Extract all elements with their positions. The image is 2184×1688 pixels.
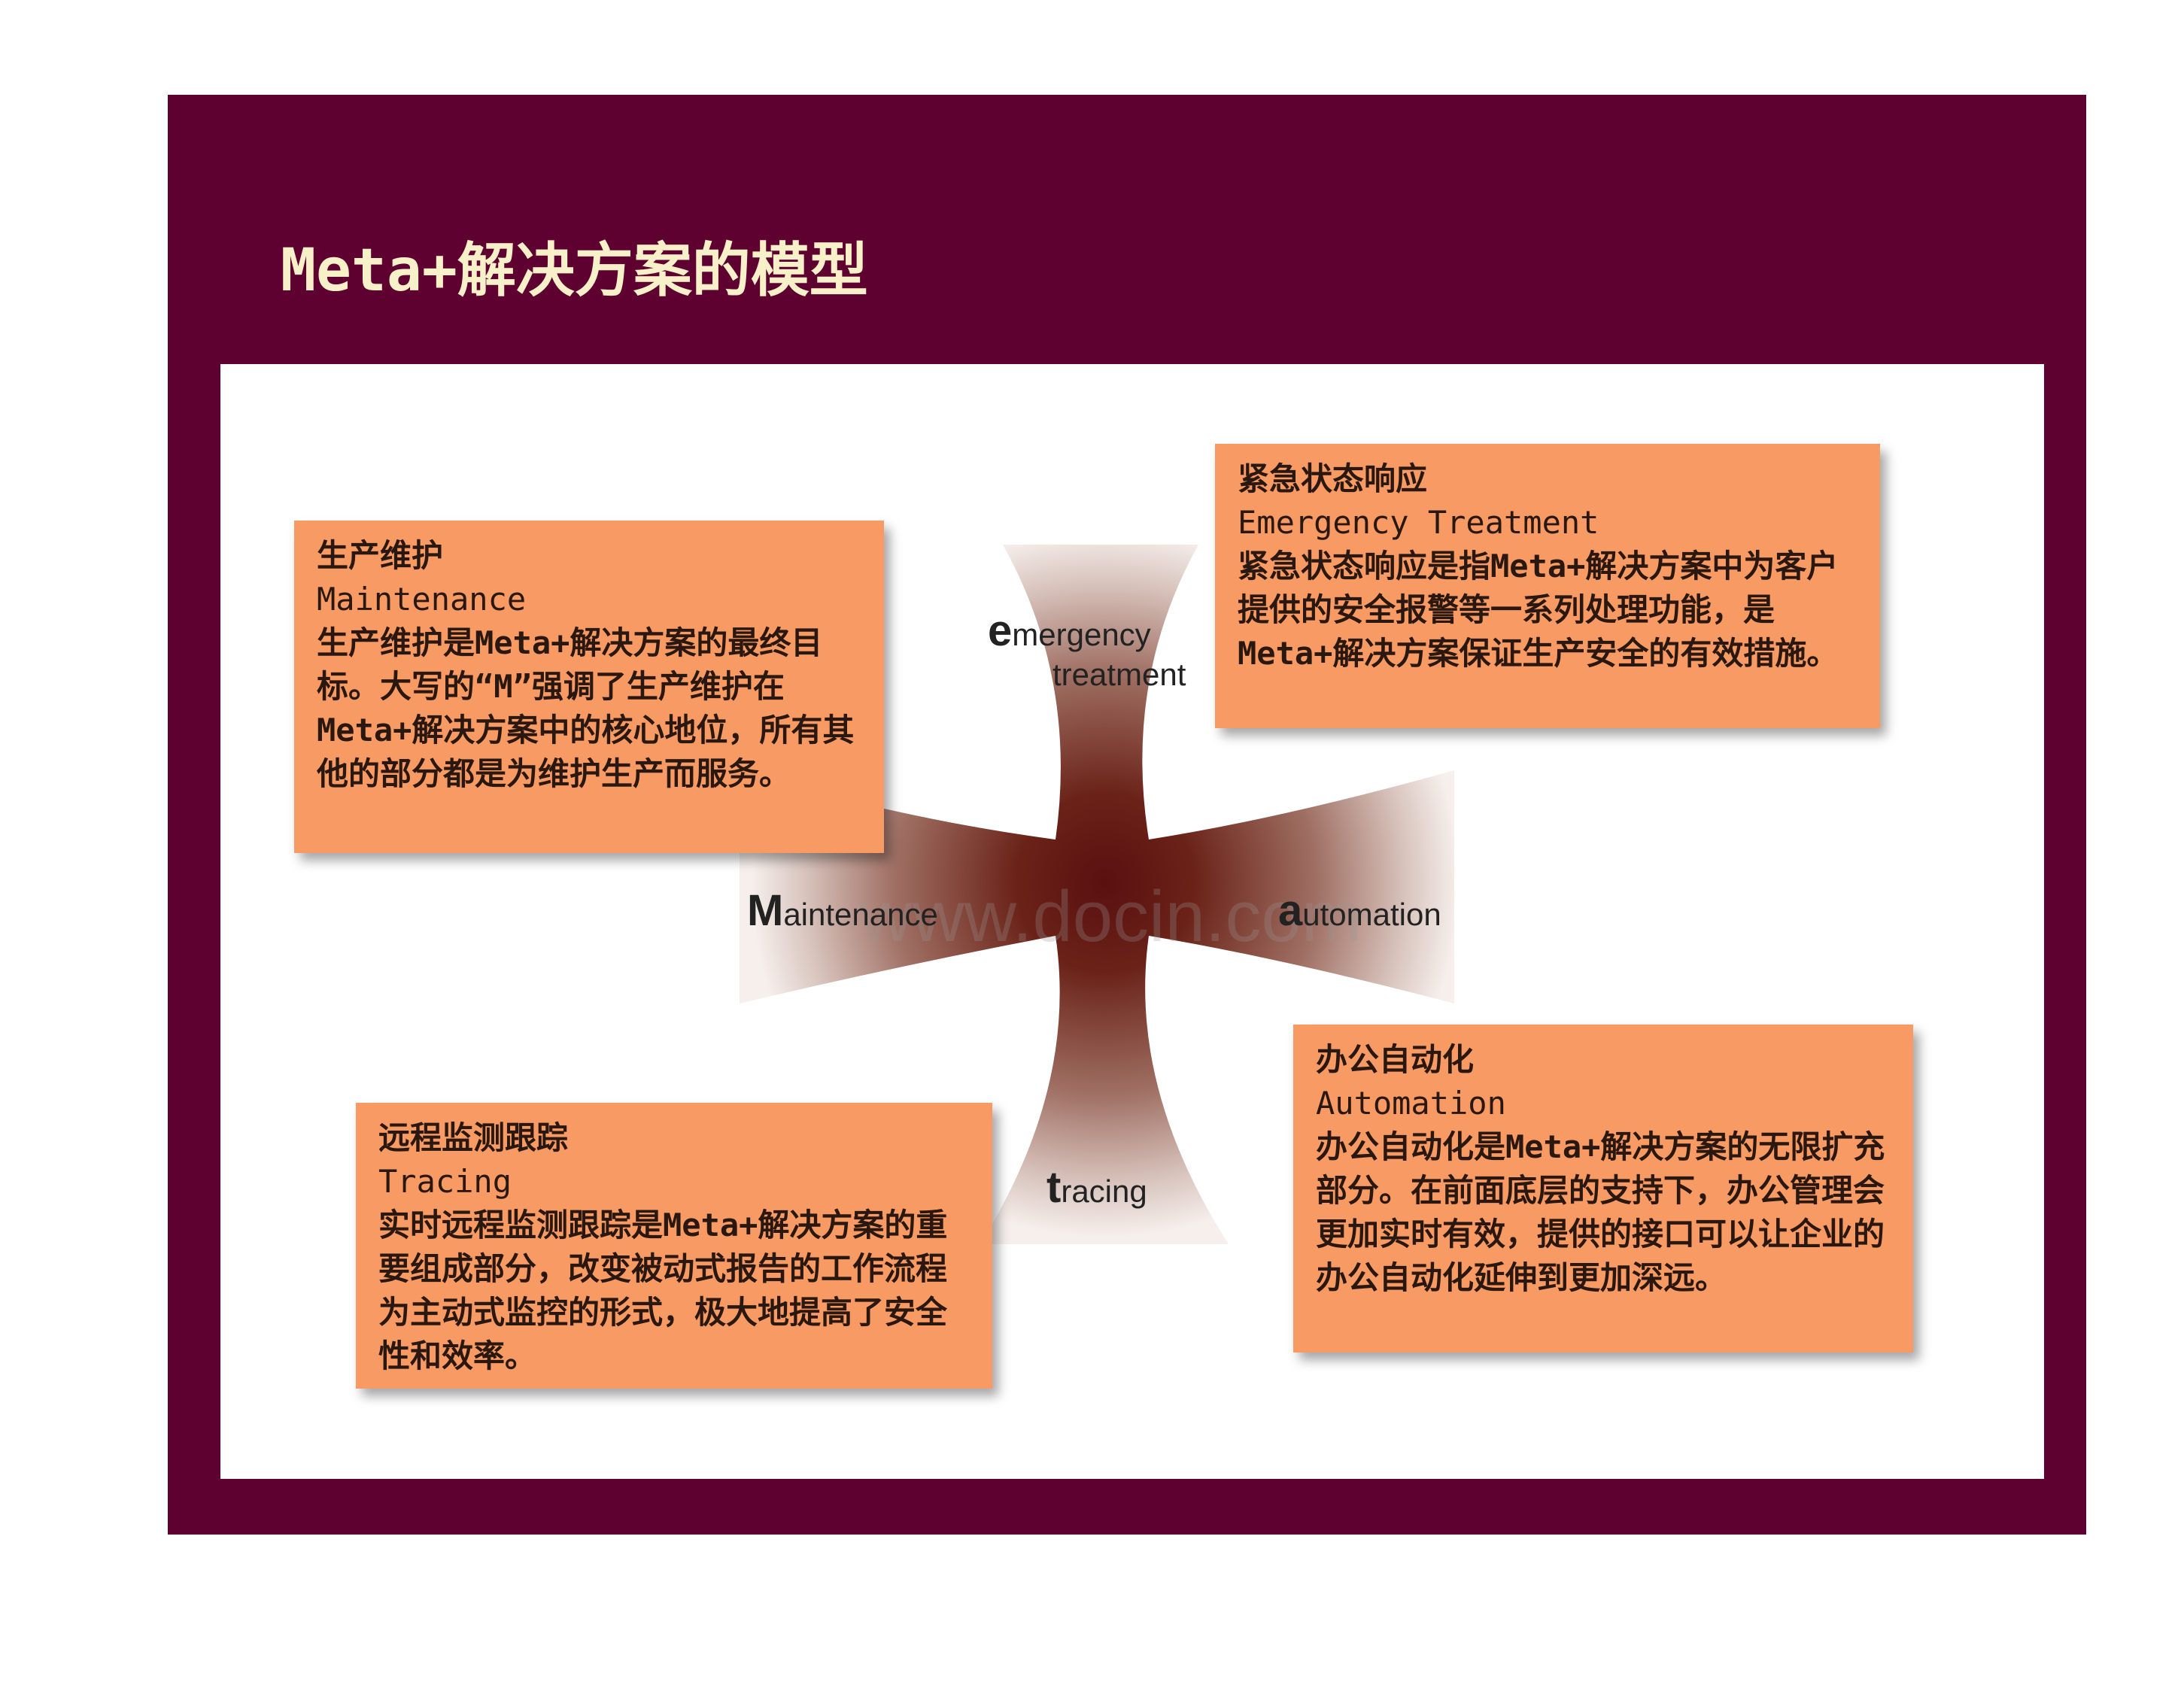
automation-box-subtitle: Automation <box>1316 1085 1506 1122</box>
automation-box: 办公自动化 Automation 办公自动化是Meta+解决方案的无限扩充部分。… <box>1293 1025 1913 1353</box>
automation-box-description: 办公自动化是Meta+解决方案的无限扩充部分。在前面底层的支持下，办公管理会更加… <box>1316 1128 1885 1296</box>
axis-label-initial: a <box>1278 886 1303 935</box>
axis-label-maintenance: Maintenance <box>747 889 938 934</box>
automation-box-title: 办公自动化 <box>1316 1041 1475 1078</box>
maintenance-box: 生产维护 Maintenance 生产维护是Meta+解决方案的最终目标。大写的… <box>294 521 884 853</box>
emergency-box-subtitle: Emergency Treatment <box>1238 504 1599 541</box>
maintenance-box-description: 生产维护是Meta+解决方案的最终目标。大写的“M”强调了生产维护在Meta+解… <box>317 624 855 792</box>
tracing-label-text: tracing <box>1046 1166 1147 1210</box>
axis-label-treatment: treatment <box>1053 656 1186 694</box>
axis-label-emergency: emergency <box>988 609 1151 654</box>
tracing-box: 远程监测跟踪 Tracing 实时远程监测跟踪是Meta+解决方案的重要组成部分… <box>356 1103 992 1389</box>
automation-label-text: automation <box>1278 889 1441 933</box>
cross-diagram <box>740 545 1454 1244</box>
axis-label-initial: M <box>747 886 784 935</box>
emergency-box: 紧急状态响应 Emergency Treatment 紧急状态响应是指Meta+… <box>1215 444 1880 728</box>
axis-label-initial: t <box>1046 1163 1062 1212</box>
maintenance-box-subtitle: Maintenance <box>317 581 527 618</box>
cross-shape <box>740 545 1454 1244</box>
maintenance-label-text: Maintenance <box>747 889 938 933</box>
axis-label-automation: automation <box>1278 889 1441 934</box>
emergency-box-title: 紧急状态响应 <box>1238 460 1428 497</box>
watermark-text: www.docin.com <box>860 876 1362 957</box>
treatment-label-text: treatment <box>1053 657 1186 692</box>
axis-label-rest: aintenance <box>783 897 938 932</box>
axis-label-rest: utomation <box>1302 897 1441 932</box>
maintenance-box-title: 生产维护 <box>317 537 444 574</box>
tracing-box-subtitle: Tracing <box>378 1163 512 1200</box>
slide-frame: Meta+解决方案的模型 www.docin.com emergency tre… <box>168 95 2086 1535</box>
diagram-canvas: www.docin.com emergency treatment Mainte… <box>220 364 2044 1479</box>
emergency-label-text: emergency <box>988 609 1151 653</box>
slide-title: Meta+解决方案的模型 <box>281 237 868 305</box>
tracing-box-description: 实时远程监测跟踪是Meta+解决方案的重要组成部分，改变被动式报告的工作流程为主… <box>378 1207 948 1374</box>
tracing-box-title: 远程监测跟踪 <box>378 1119 569 1156</box>
axis-label-tracing: tracing <box>1046 1166 1147 1210</box>
emergency-box-description: 紧急状态响应是指Meta+解决方案中为客户提供的安全报警等一系列处理功能，是Me… <box>1238 548 1839 672</box>
axis-label-initial: e <box>988 606 1013 655</box>
axis-label-rest: racing <box>1061 1173 1147 1209</box>
axis-label-rest: mergency <box>1012 617 1151 652</box>
